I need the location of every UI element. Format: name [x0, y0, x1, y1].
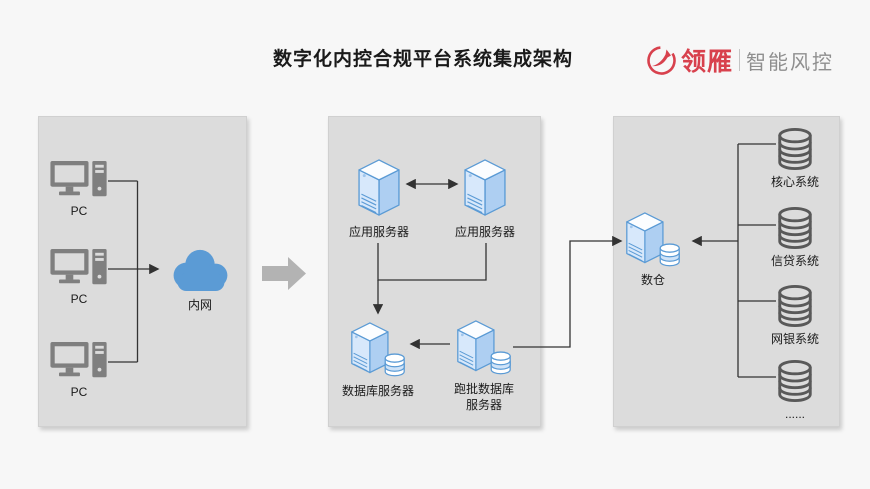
pc-node: PC	[50, 161, 108, 219]
data-warehouse-node: 数仓	[613, 212, 693, 288]
batch-db-server-icon	[453, 320, 515, 376]
intranet-node: 内网	[166, 247, 234, 313]
cloud-icon	[166, 247, 234, 292]
data-warehouse-icon	[622, 212, 684, 268]
database-icon	[774, 205, 816, 251]
system-db-label: ......	[784, 407, 805, 421]
system-db-node: 核心系统	[760, 126, 830, 190]
pc-node: PC	[50, 342, 108, 400]
pc-icon	[50, 342, 108, 382]
page-title: 数字化内控合规平台系统集成架构	[272, 49, 573, 70]
batch-db-server-label: 跑批数据库 服务器	[453, 382, 514, 413]
system-db-node: 信贷系统	[760, 205, 830, 269]
app-server-label: 应用服务器	[348, 225, 409, 239]
database-icon	[774, 358, 816, 404]
app-server-icon	[463, 159, 507, 216]
flow-block-arrow	[262, 257, 306, 290]
system-db-label: 网银系统	[770, 332, 819, 346]
logo-divider	[739, 49, 741, 71]
pc-icon	[50, 249, 108, 289]
pc-label: PC	[70, 292, 88, 306]
system-db-node: 网银系统	[760, 283, 830, 347]
intranet-label: 内网	[187, 298, 212, 312]
brand-name: 领雁	[681, 48, 734, 76]
pc-label: PC	[70, 385, 88, 399]
pc-icon	[50, 161, 108, 201]
system-db-label: 信贷系统	[770, 254, 819, 268]
data-warehouse-label: 数仓	[640, 273, 665, 287]
db-server-icon	[347, 322, 409, 378]
system-db-label: 核心系统	[770, 175, 819, 189]
pc-label: PC	[70, 204, 88, 218]
brand-logo: 领雁 智能风控	[646, 42, 834, 78]
database-icon	[774, 283, 816, 329]
database-icon	[774, 126, 816, 172]
app-server-label: 应用服务器	[454, 225, 515, 239]
system-db-node: ......	[760, 358, 830, 422]
db-server-label: 数据库服务器	[341, 384, 414, 398]
bird-logo-icon	[647, 45, 676, 75]
app-server-node: 应用服务器	[445, 159, 525, 240]
pc-node: PC	[50, 249, 108, 307]
db-server-node: 数据库服务器	[337, 322, 419, 399]
app-server-icon	[357, 159, 401, 216]
batch-db-server-node: 跑批数据库 服务器	[443, 320, 525, 413]
app-server-node: 应用服务器	[339, 159, 419, 240]
brand-tagline: 智能风控	[746, 51, 835, 74]
